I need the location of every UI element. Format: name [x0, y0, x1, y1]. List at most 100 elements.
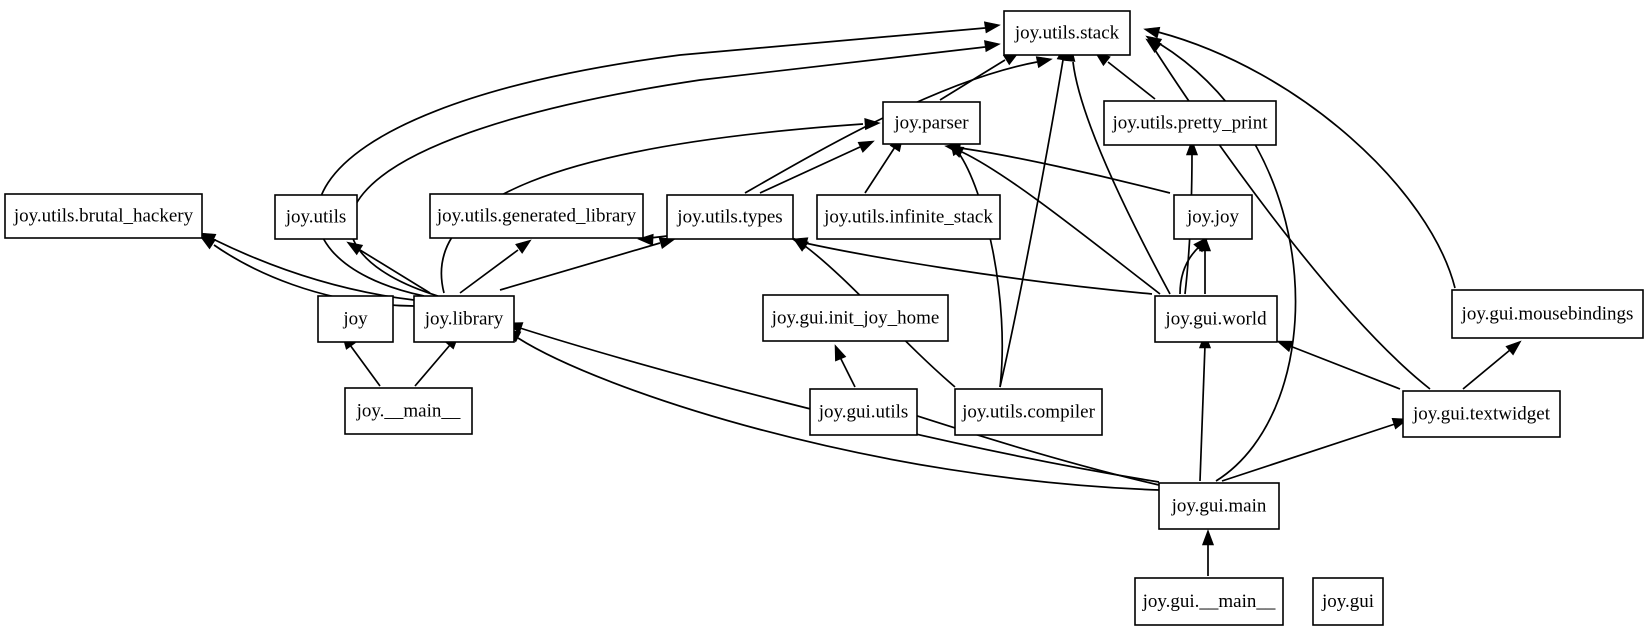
node-box[interactable] [666, 194, 794, 240]
edge-line [359, 249, 431, 294]
edge-line [839, 356, 856, 388]
graph-node-joy-utils[interactable]: joy.utils [274, 194, 358, 240]
node-label: joy.gui.textwidget [1412, 403, 1551, 424]
edge-line [1157, 31, 1456, 289]
graph-edge [1179, 236, 1209, 295]
node-label: joy.utils.stack [1014, 22, 1120, 43]
node-label: joy.gui.main [1171, 495, 1267, 516]
node-box[interactable] [954, 388, 1103, 436]
graph-edge [759, 140, 875, 194]
arrow-head-icon [1035, 56, 1053, 69]
graph-node-joy-utils-stack[interactable]: joy.utils.stack [1003, 10, 1131, 56]
graph-node-joy-gui---main--[interactable]: joy.gui.__main__ [1134, 577, 1284, 626]
arrow-head-icon [984, 40, 1001, 53]
arrow-head-icon [346, 241, 364, 256]
node-label: joy.utils.pretty_print [1112, 112, 1269, 133]
graph-node-joy-utils-pretty-print[interactable]: joy.utils.pretty_print [1103, 100, 1277, 146]
node-box[interactable] [1402, 390, 1561, 438]
node-box[interactable] [1173, 194, 1253, 240]
node-box[interactable] [317, 295, 394, 343]
node-layer: joy.utils.stack joy.parser joy.utils.prett… [4, 10, 1644, 626]
graph-node-joy-utils-types[interactable]: joy.utils.types [666, 194, 794, 240]
node-box[interactable] [429, 193, 644, 239]
graph-node-joy-library[interactable]: joy.library [413, 295, 515, 343]
arrow-head-icon [1505, 340, 1522, 356]
node-box[interactable] [344, 387, 473, 435]
edge-line [1462, 349, 1511, 390]
node-label: joy.parser [893, 112, 969, 133]
graph-edge [316, 21, 1001, 297]
graph-node-joy-utils-generated-library[interactable]: joy.utils.generated_library [429, 193, 644, 239]
node-label: joy.__main__ [356, 400, 461, 421]
arrow-head-icon [515, 239, 532, 254]
node-box[interactable] [1003, 10, 1131, 56]
node-box[interactable] [882, 101, 981, 145]
graph-edge [459, 239, 532, 294]
graph-edge [1145, 35, 1297, 482]
graph-node-joy-utils-infinite-stack[interactable]: joy.utils.infinite_stack [816, 194, 1001, 240]
edge-line [1159, 43, 1297, 482]
edge-line [961, 151, 1161, 295]
node-label: joy.gui.__main__ [1142, 591, 1276, 612]
arrow-head-icon [637, 233, 654, 246]
node-box[interactable] [1451, 289, 1644, 339]
node-label: joy.utils [285, 206, 347, 227]
node-box[interactable] [274, 194, 358, 240]
arrow-head-icon [1145, 35, 1163, 50]
node-label: joy.utils.types [676, 206, 782, 227]
graph-edge [1462, 340, 1522, 390]
graph-node-joy-gui-main[interactable]: joy.gui.main [1158, 482, 1280, 530]
graph-node-joy-gui-mousebindings[interactable]: joy.gui.mousebindings [1451, 289, 1644, 339]
graph-node-joy-utils-compiler[interactable]: joy.utils.compiler [954, 388, 1103, 436]
node-label: joy.library [424, 308, 504, 329]
graph-edge [1198, 332, 1212, 482]
graph-node-joy-gui-utils[interactable]: joy.gui.utils [809, 388, 918, 436]
node-box[interactable] [816, 194, 1001, 240]
node-box[interactable] [1103, 100, 1277, 146]
node-label: joy.gui.utils [818, 401, 909, 422]
graph-edge [939, 51, 1020, 101]
edge-line [519, 327, 1160, 483]
graph-node-joy-utils-brutal-hackery[interactable]: joy.utils.brutal_hackery [4, 193, 203, 239]
node-label: joy.utils.brutal_hackery [13, 205, 194, 226]
graph-node-joy---main--[interactable]: joy.__main__ [344, 387, 473, 435]
arrow-head-icon [792, 237, 809, 252]
node-box[interactable] [413, 295, 515, 343]
graph-node-joy-gui[interactable]: joy.gui [1312, 577, 1384, 626]
edge-line [1199, 344, 1206, 482]
node-box[interactable] [762, 294, 949, 342]
graph-node-joy-parser[interactable]: joy.parser [882, 101, 981, 145]
edge-line [959, 147, 1171, 194]
graph-edge [637, 233, 668, 246]
node-label: joy [342, 308, 368, 329]
edge-line [316, 27, 986, 297]
node-box[interactable] [809, 388, 918, 436]
node-box[interactable] [1312, 577, 1384, 626]
node-box[interactable] [1154, 295, 1278, 343]
edge-line [440, 123, 864, 294]
graph-node-joy[interactable]: joy [317, 295, 394, 343]
edge-line [517, 337, 1160, 491]
arrow-head-icon [857, 140, 875, 153]
node-box[interactable] [1134, 577, 1284, 626]
arrow-head-icon [1201, 529, 1215, 546]
graph-node-joy-gui-world[interactable]: joy.gui.world [1154, 295, 1278, 343]
arrow-head-icon [1193, 236, 1209, 253]
graph-node-joy-gui-textwidget[interactable]: joy.gui.textwidget [1402, 390, 1561, 438]
arrow-head-icon [199, 235, 217, 250]
node-label: joy.gui [1321, 591, 1374, 612]
graph-node-joy-gui-init-joy-home[interactable]: joy.gui.init_joy_home [762, 294, 949, 342]
node-box[interactable] [1158, 482, 1280, 530]
edge-line [759, 146, 861, 194]
edge-line [1154, 49, 1431, 390]
arrow-head-icon [983, 21, 1001, 34]
graph-node-joy-joy[interactable]: joy.joy [1173, 194, 1253, 240]
node-box[interactable] [4, 193, 203, 239]
graph-edge [1094, 51, 1156, 100]
edge-line [1072, 61, 1171, 295]
arrow-head-icon [1276, 340, 1294, 353]
edge-line [999, 59, 1064, 388]
node-label: joy.utils.infinite_stack [823, 206, 993, 227]
graph-edge [346, 241, 431, 294]
